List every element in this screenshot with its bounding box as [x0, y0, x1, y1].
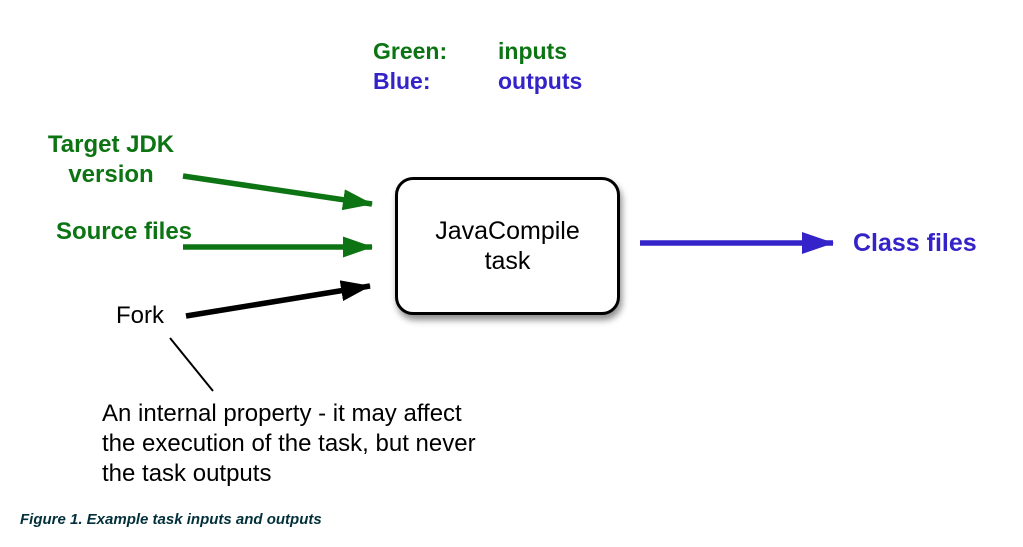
- figure-caption: Figure 1. Example task inputs and output…: [20, 511, 322, 528]
- legend-row-outputs: Blue: outputs: [373, 66, 582, 96]
- fork-input-arrow: [185, 280, 371, 319]
- input-label-fork: Fork: [116, 302, 164, 329]
- legend-value-inputs: inputs: [498, 38, 567, 64]
- legend-key-green: Green:: [373, 38, 448, 64]
- legend: Green: inputs Blue: outputs: [373, 36, 582, 96]
- javacompile-task-box: JavaCompile task: [395, 177, 620, 315]
- fork-note-line-3: the task outputs: [102, 460, 272, 487]
- output-label-class-files: Class files: [853, 229, 977, 257]
- fork-note-line-1: An internal property - it may affect: [102, 400, 462, 427]
- legend-value-outputs: outputs: [498, 68, 583, 94]
- fork-note-line-2: the execution of the task, but never: [102, 430, 476, 457]
- fork-note: An internal property - it may affect the…: [102, 399, 476, 489]
- input-label-target-jdk-version: Target JDK version: [47, 131, 175, 188]
- legend-key-blue: Blue:: [373, 68, 431, 94]
- task-box-label: JavaCompile task: [435, 217, 580, 275]
- fork-note-connector-line: [169, 337, 214, 392]
- target-jdk-input-arrow: [182, 173, 373, 211]
- legend-row-inputs: Green: inputs: [373, 36, 582, 66]
- input-label-source-files: Source files: [55, 218, 193, 245]
